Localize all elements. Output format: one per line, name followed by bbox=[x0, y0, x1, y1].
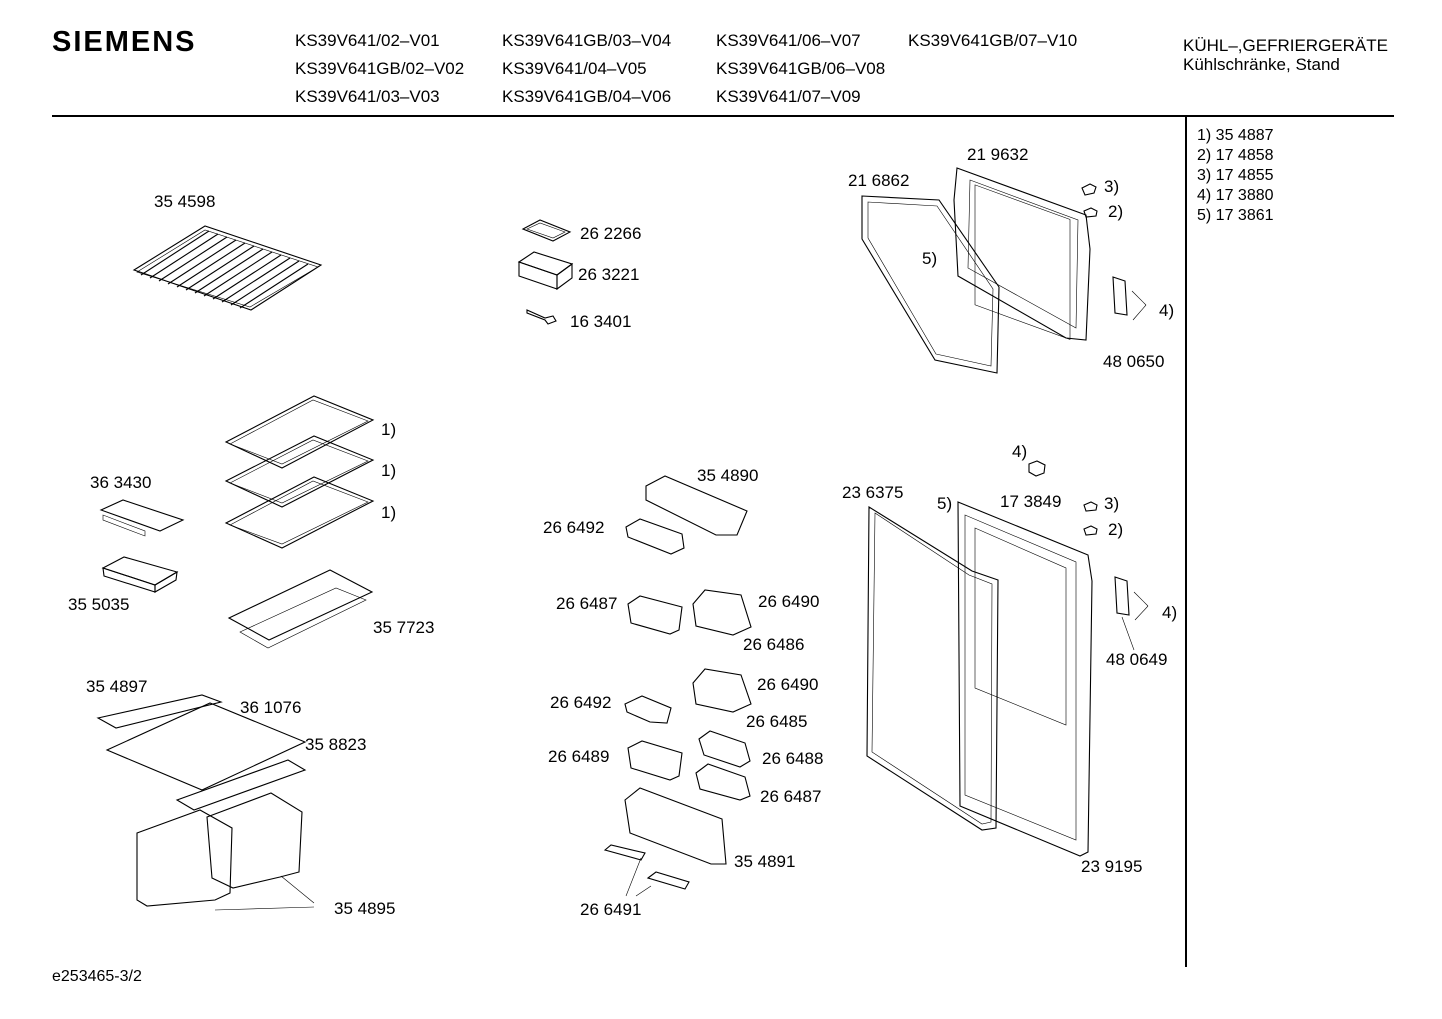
part-label: 26 6487 bbox=[556, 594, 618, 613]
part-legend: 1) 35 4887 2) 17 4858 3) 17 4855 4) 17 3… bbox=[1197, 126, 1274, 226]
category-line: Kühlschränke, Stand bbox=[1183, 55, 1340, 74]
part-label: 35 4598 bbox=[154, 192, 216, 211]
model-number: KS39V641GB/07–V10 bbox=[908, 31, 1078, 50]
model-number: KS39V641/06–V07 bbox=[716, 31, 861, 50]
ice-box-drawing bbox=[517, 251, 574, 291]
part-label: 23 6375 bbox=[842, 483, 904, 502]
freezer-gasket-drawing bbox=[861, 195, 1000, 374]
small-drawer-drawing bbox=[99, 499, 185, 593]
category-line: KÜHL–,GEFRIERGERÄTE bbox=[1183, 36, 1388, 55]
part-label: 26 6492 bbox=[543, 518, 605, 537]
legend-item: 2) 17 4858 bbox=[1197, 147, 1274, 164]
model-number: KS39V641/04–V05 bbox=[502, 59, 647, 78]
part-label: 26 6489 bbox=[548, 747, 610, 766]
legend-item: 5) 17 3861 bbox=[1197, 207, 1274, 224]
part-label: 36 3430 bbox=[90, 473, 152, 492]
legend-divider bbox=[1185, 117, 1187, 967]
model-number: KS39V641GB/02–V02 bbox=[295, 59, 465, 78]
part-label: 26 6486 bbox=[743, 635, 805, 654]
part-label: 4) bbox=[1012, 442, 1028, 461]
part-label: 5) bbox=[937, 494, 953, 513]
part-label: 48 0650 bbox=[1103, 352, 1165, 371]
part-label: 21 9632 bbox=[967, 145, 1029, 164]
fridge-door-drawing bbox=[957, 501, 1093, 857]
hinge-drawing bbox=[1114, 576, 1149, 651]
part-label: 35 8823 bbox=[305, 735, 367, 754]
wire-shelf-drawing bbox=[132, 225, 323, 311]
part-label: 3) bbox=[1104, 494, 1120, 513]
part-label: 1) bbox=[381, 461, 397, 480]
crisper-drawers-drawing bbox=[136, 792, 303, 907]
legend-item: 4) 17 3880 bbox=[1197, 187, 1274, 204]
model-number: KS39V641/03–V03 bbox=[295, 87, 440, 106]
part-label: 35 4890 bbox=[697, 466, 759, 485]
part-label: 26 6491 bbox=[580, 900, 642, 919]
category: KÜHL–,GEFRIERGERÄTE Kühlschränke, Stand bbox=[1183, 36, 1388, 74]
part-label: 3) bbox=[1104, 177, 1120, 196]
part-label: 35 7723 bbox=[373, 618, 435, 637]
document-id: e253465-3/2 bbox=[52, 968, 142, 985]
part-label: 2) bbox=[1108, 202, 1124, 221]
part-label: 2) bbox=[1108, 520, 1124, 539]
part-label: 17 3849 bbox=[1000, 492, 1062, 511]
part-label: 26 6487 bbox=[760, 787, 822, 806]
ice-tray-drawing bbox=[521, 219, 572, 242]
model-number: KS39V641GB/04–V06 bbox=[502, 87, 672, 106]
legend-item: 3) 17 4855 bbox=[1197, 167, 1274, 184]
part-label: 5) bbox=[922, 249, 938, 268]
header-divider bbox=[52, 115, 1394, 117]
part-label: 36 1076 bbox=[240, 698, 302, 717]
legend-item: 1) 35 4887 bbox=[1197, 127, 1274, 144]
fridge-gasket-drawing bbox=[866, 506, 999, 831]
part-label: 26 6485 bbox=[746, 712, 808, 731]
cap-drawing bbox=[1028, 460, 1098, 536]
cap-drawing bbox=[1081, 183, 1098, 218]
door-shelves-drawing bbox=[603, 475, 752, 897]
part-label: 1) bbox=[381, 503, 397, 522]
brand-logo: SIEMENS bbox=[52, 26, 197, 58]
egg-rack-drawing bbox=[227, 569, 374, 649]
freezer-door-drawing bbox=[953, 167, 1091, 341]
part-label: 35 4891 bbox=[734, 852, 796, 871]
part-label: 35 4897 bbox=[86, 677, 148, 696]
part-label: 35 4895 bbox=[334, 899, 396, 918]
glass-shelves-drawing bbox=[224, 395, 375, 549]
part-label: 26 6492 bbox=[550, 693, 612, 712]
part-label: 16 3401 bbox=[570, 312, 632, 331]
part-label: 23 9195 bbox=[1081, 857, 1143, 876]
part-label: 48 0649 bbox=[1106, 650, 1168, 669]
part-label: 26 6490 bbox=[758, 592, 820, 611]
part-label: 1) bbox=[381, 420, 397, 439]
part-label: 21 6862 bbox=[848, 171, 910, 190]
model-number: KS39V641/07–V09 bbox=[716, 87, 861, 106]
crisper-cover-drawing bbox=[96, 694, 307, 811]
hinge-drawing bbox=[1112, 276, 1147, 321]
model-number: KS39V641GB/06–V08 bbox=[716, 59, 886, 78]
part-label: 26 6490 bbox=[757, 675, 819, 694]
part-label: 4) bbox=[1162, 603, 1178, 622]
part-label: 26 6488 bbox=[762, 749, 824, 768]
part-label: 26 3221 bbox=[578, 265, 640, 284]
part-label: 35 5035 bbox=[68, 595, 130, 614]
scraper-drawing bbox=[526, 309, 557, 325]
model-number: KS39V641GB/03–V04 bbox=[502, 31, 672, 50]
part-label: 4) bbox=[1159, 301, 1175, 320]
model-number: KS39V641/02–V01 bbox=[295, 31, 440, 50]
part-label: 26 2266 bbox=[580, 224, 642, 243]
